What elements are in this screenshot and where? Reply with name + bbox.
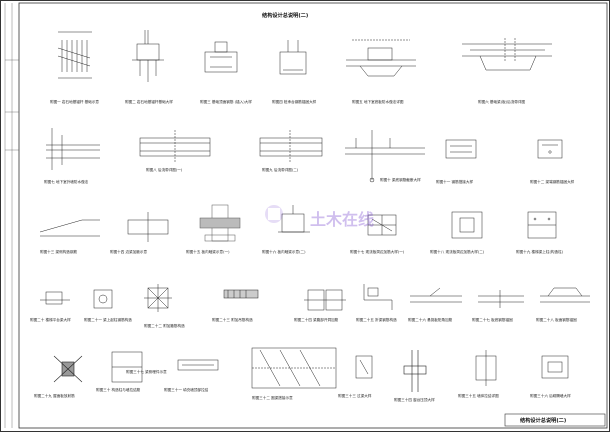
binding-strip (4, 3, 19, 428)
detail-d13-drawing (39, 219, 100, 237)
caption-d22: 附图二十二 附加箍筋构造 (144, 324, 185, 328)
detail-d06-drawing (462, 38, 552, 71)
watermark-logo (265, 205, 283, 223)
detail-d14-drawing (127, 212, 169, 242)
detail-d20-drawing (40, 291, 70, 305)
detail-d21-drawing (93, 289, 113, 309)
detail-d33-drawing (355, 355, 373, 379)
caption-d20: 附图二十 楼梯平台梁大样 (30, 318, 71, 322)
caption-d18: 附图十八 现浇板洞边加筋大样(二) (430, 250, 485, 254)
detail-d35-drawing (475, 350, 497, 386)
detail-d17-drawing (367, 214, 397, 236)
caption-d12: 附图十二 梁端钢筋锚固大样 (530, 180, 575, 184)
caption-d25: 附图二十五 折梁钢筋构造 (356, 318, 397, 322)
caption-d26: 附图二十六 悬挑板阳角加筋 (408, 318, 453, 322)
caption-d36: 附图三十六 后砌隔墙大样 (530, 394, 571, 398)
caption-d32: 附图三十二 圈梁搭接示意 (252, 396, 293, 400)
detail-d34-drawing (403, 350, 427, 392)
detail-d36-drawing (541, 355, 569, 379)
caption-d30: 附图三十 构造柱与墙拉结筋 (96, 388, 141, 392)
detail-d10-drawing (345, 130, 425, 183)
caption-d10: 附图十 梁底钢筋截断大样 (380, 178, 421, 182)
sheet-title: 结构设计总说明(二) (262, 13, 309, 19)
caption-d21: 附图二十一 梁上起柱钢筋构造 (84, 318, 132, 322)
caption-d31: 附图三十一 填充墙顶部拉结 (164, 388, 209, 392)
detail-d26-drawing (410, 287, 462, 303)
detail-d28-drawing (540, 287, 590, 303)
detail-d25-drawing (363, 284, 393, 310)
caption-d13: 附图十三 梁侧构造钢筋 (40, 250, 78, 254)
caption-d01: 附图一 岩石地基锚杆 基础示意 (50, 100, 100, 104)
detail-d30-drawing (111, 351, 143, 383)
detail-d05-drawing (346, 39, 416, 77)
caption-d29: 附图二十九 屋面板放射筋 (34, 394, 75, 398)
caption-d24: 附图二十四 梁腹部开洞加筋 (294, 318, 339, 322)
detail-d24-drawing (304, 289, 346, 311)
detail-d07-drawing (46, 128, 100, 170)
caption-d14: 附图十四 边梁加腋示意 (110, 250, 148, 254)
caption-d23: 附图二十三 附加吊筋构造 (212, 318, 253, 322)
caption-d07: 附图七 地下室外墙防水做法 (44, 180, 89, 184)
caption-d08: 附图八 后浇带详图(一) (146, 168, 183, 172)
caption-d35: 附图三十五 墙体拉结详图 (458, 394, 499, 398)
detail-d19-drawing (527, 211, 557, 239)
detail-d29-drawing (53, 355, 83, 383)
caption-d03: 附图三 基础顶面钢筋 (锚入)大样 (200, 100, 252, 104)
caption-d09: 附图九 后浇带详图(二) (262, 168, 299, 172)
caption-d28: 附图二十八 板面钢筋锚固 (536, 318, 577, 322)
detail-d23-drawing (223, 289, 259, 299)
caption-d34: 附图三十四 窗台压顶大样 (394, 398, 435, 402)
caption-d05: 附图五 地下室底板防水做法详图 (352, 100, 404, 104)
title-block-text: 结构设计总说明(二) (520, 418, 567, 424)
detail-d08-drawing (139, 130, 211, 162)
caption-d02: 附图二 岩石地基锚杆基础大样 (125, 100, 173, 104)
detail-d12-drawing (537, 139, 563, 159)
sheet-inner-frame (18, 2, 608, 429)
detail-d03-drawing (204, 41, 238, 73)
detail-d22-drawing (144, 284, 172, 312)
detail-d32-drawing (251, 347, 337, 389)
detail-d31-drawing (177, 359, 219, 371)
detail-d16-drawing (278, 205, 310, 233)
title-block-box (504, 413, 606, 427)
caption-d17: 附图十七 现浇板洞边加筋大样(一) (350, 250, 405, 254)
detail-d18-drawing (451, 211, 483, 239)
detail-d02-drawing (132, 30, 164, 82)
caption-d33: 附图三十三 过梁大样 (338, 394, 372, 398)
caption-d16: 附图十六 板内暗梁示意(二) (262, 250, 306, 254)
detail-d09-drawing (259, 130, 323, 162)
caption-d11: 附图十一 钢筋搭接大样 (436, 180, 474, 184)
caption-d27: 附图二十七 板底钢筋锚固 (472, 318, 513, 322)
caption-d19: 附图十九 楼梯梁上柱(构造柱) (516, 250, 564, 254)
caption-d37: 附图三十七 梁侧埋件示意 (126, 370, 167, 374)
detail-d04-drawing (279, 40, 307, 75)
caption-d15: 附图十五 板内暗梁示意(一) (186, 250, 230, 254)
detail-d01-drawing (57, 31, 92, 79)
detail-d11-drawing (445, 139, 477, 159)
caption-d04: 附图四 桩承台钢筋锚固大样 (272, 100, 317, 104)
detail-d15-drawing (199, 204, 241, 242)
detail-d27-drawing (478, 290, 524, 308)
watermark-text: 土木在线 (310, 210, 375, 229)
caption-d06: 附图六 基础梁(板)后浇带详图 (478, 100, 526, 104)
